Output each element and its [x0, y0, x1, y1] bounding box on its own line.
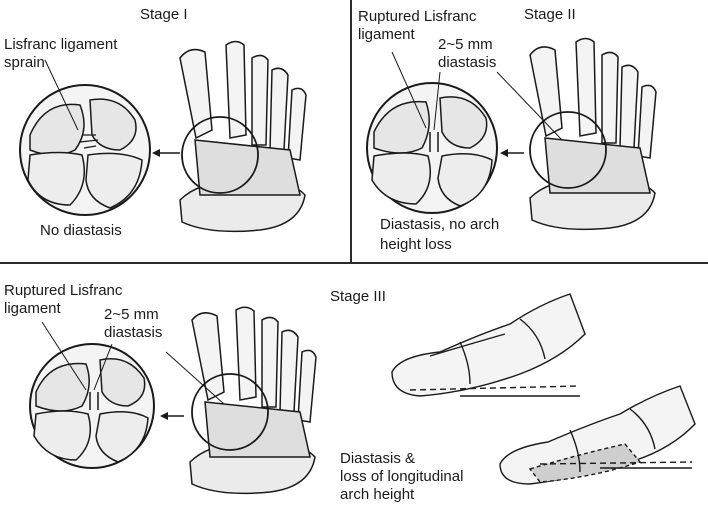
stage-3-magnified-view: [29, 343, 155, 469]
stage-1-title: Stage I: [140, 6, 188, 23]
stage-3-illustration: [0, 264, 708, 514]
stage-2-foot-dorsal: [529, 37, 657, 231]
stage-3-note-line-1: Diastasis &: [340, 450, 416, 467]
stage-2-note-line-2: height loss: [380, 236, 452, 253]
panel-divider-vertical: [350, 0, 352, 262]
stage-3-title: Stage III: [330, 288, 386, 305]
stage-1-foot-dorsal: [179, 40, 307, 233]
stage-2-note-line-1: Diastasis, no arch: [380, 216, 500, 233]
stage-3-leader-line-diastasis: [93, 343, 113, 391]
stage-3-measure-line-2: diastasis: [104, 324, 163, 341]
stage-3-reference-lines-upper: [409, 385, 581, 397]
stage-2-callout-line-1: Ruptured Lisfranc: [358, 8, 477, 25]
stage-2-title: Stage II: [524, 6, 576, 23]
stage-2-leader-line-diastasis: [433, 71, 441, 131]
stage-2-magnified-view: [366, 82, 498, 214]
stage-3-note-line-2: loss of longitudinal: [340, 468, 464, 485]
stage-1-leader-line: [44, 59, 79, 131]
stage-1-note: No diastasis: [40, 222, 122, 239]
stage-2-measure-line-2: diastasis: [438, 54, 497, 71]
stage-2-illustration: [352, 0, 708, 262]
stage-2-leader-line-ligament: [391, 51, 427, 129]
stage-3-panel: Stage III Ruptured Lisfranc ligament 2~5…: [0, 264, 708, 514]
stage-2-measure-line-1: 2~5 mm: [438, 36, 493, 53]
stage-3-arrow: [160, 412, 184, 420]
stage-3-measure-line-1: 2~5 mm: [104, 306, 159, 323]
panel-divider-horizontal: [0, 262, 708, 264]
stage-1-panel: Stage I Lisfranc ligament sprain No dias…: [0, 0, 350, 262]
stage-3-callout-line-1: Ruptured Lisfranc: [4, 282, 123, 299]
stage-3-leader-line-foot: [165, 351, 225, 405]
stage-2-panel: Stage II Ruptured Lisfranc ligament 2~5 …: [352, 0, 708, 262]
stage-2-callout-line-2: ligament: [358, 26, 415, 43]
stage-1-magnified-view: [19, 84, 151, 216]
stage-3-reference-lines-lower: [539, 461, 693, 469]
stage-2-leader-line-foot: [496, 71, 563, 141]
stage-3-foot-lateral-lower: [499, 385, 696, 485]
stage-3-leader-line-ligament: [41, 321, 87, 391]
stage-3-callout-line-2: ligament: [4, 300, 61, 317]
stage-3-foot-lateral-upper: [391, 293, 586, 397]
stage-1-illustration: [0, 0, 350, 262]
stage-1-callout-line-2: sprain: [4, 54, 45, 71]
stage-1-callout-line-1: Lisfranc ligament: [4, 36, 118, 53]
stage-3-foot-dorsal: [189, 306, 317, 495]
stage-2-arrow: [500, 149, 524, 157]
stage-1-arrow: [152, 149, 180, 157]
stage-3-note-line-3: arch height: [340, 486, 415, 503]
